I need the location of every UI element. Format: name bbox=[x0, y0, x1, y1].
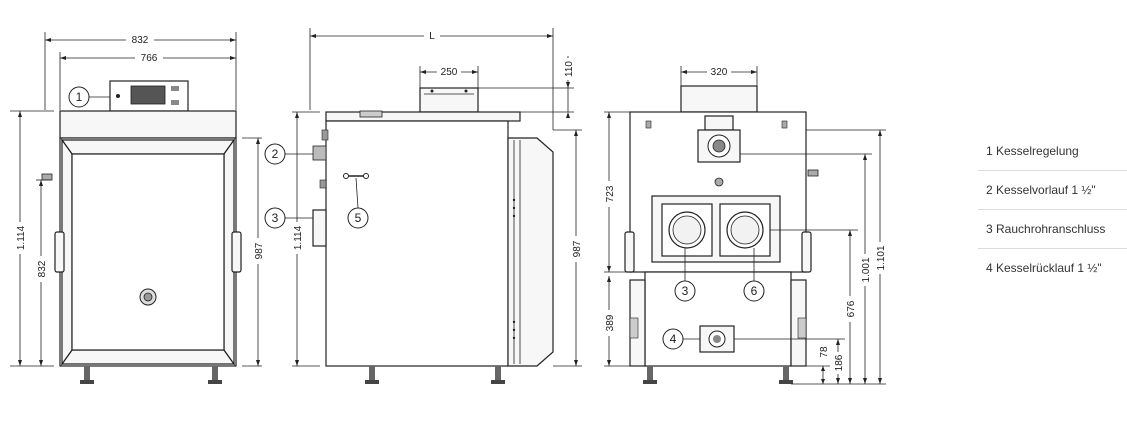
front-view: 832 766 1.114 832 987 1 bbox=[10, 32, 265, 384]
side-flue-box bbox=[419, 87, 479, 113]
dim-front-width-overall: 832 bbox=[132, 35, 149, 46]
dim-rear-height-676: 676 bbox=[846, 300, 857, 317]
controller-knob bbox=[116, 94, 120, 98]
foot bbox=[365, 380, 379, 384]
foot bbox=[369, 366, 375, 382]
foot bbox=[647, 366, 653, 382]
side-view: L 250 110 1.114 987 2 3 bbox=[264, 28, 583, 384]
foot bbox=[208, 380, 222, 384]
controller-display bbox=[130, 85, 166, 105]
dim-rear-height-78: 78 bbox=[819, 346, 830, 358]
flue-connection bbox=[312, 209, 327, 247]
door-handle bbox=[231, 231, 242, 273]
foot bbox=[783, 366, 789, 382]
callout-1 bbox=[68, 86, 90, 108]
callout-3-side-label: 3 bbox=[272, 211, 279, 225]
side-body bbox=[325, 120, 509, 367]
legend-item-return: 4 Kesselrücklauf 1 ½" bbox=[986, 261, 1102, 275]
front-top-cover bbox=[59, 110, 237, 139]
callout-6-label: 6 bbox=[751, 284, 758, 298]
dim-rear-top-width: 320 bbox=[711, 67, 728, 78]
callout-2-label: 2 bbox=[272, 147, 279, 161]
dim-side-length: L bbox=[429, 31, 435, 42]
rear-handle bbox=[801, 231, 812, 273]
dim-side-height-right: 987 bbox=[572, 240, 583, 257]
dim-rear-height-186: 186 bbox=[834, 354, 845, 371]
callout-1-label: 1 bbox=[76, 90, 83, 104]
callout-3-rear-label: 3 bbox=[682, 284, 689, 298]
callout-4 bbox=[662, 328, 684, 350]
dim-rear-height-389: 389 bbox=[605, 314, 616, 331]
foot bbox=[779, 380, 793, 384]
foot bbox=[495, 366, 501, 382]
technical-drawing: 832 766 1.114 832 987 1 bbox=[10, 28, 887, 385]
sensor-fitting bbox=[41, 173, 53, 181]
dim-front-width-inner: 766 bbox=[141, 53, 158, 64]
rear-handle bbox=[624, 231, 635, 273]
foot bbox=[212, 366, 218, 382]
callout-5-label: 5 bbox=[355, 211, 362, 225]
front-door bbox=[71, 153, 225, 351]
dim-front-height-total: 1.114 bbox=[16, 225, 27, 250]
controller-switch bbox=[171, 100, 179, 105]
side-top-cover bbox=[325, 111, 521, 122]
controller-switch bbox=[171, 86, 179, 91]
door-bevel bbox=[60, 139, 236, 155]
dim-rear-height-1001: 1.001 bbox=[861, 257, 872, 282]
legend-item-flue: 3 Rauchrohranschluss bbox=[978, 210, 1127, 249]
foot bbox=[80, 380, 94, 384]
callout-3-rear bbox=[674, 280, 696, 302]
dim-side-height-total: 1.114 bbox=[293, 225, 304, 250]
callout-3-side bbox=[264, 207, 286, 229]
legend-item-flow: 2 Kesselvorlauf 1 ½" bbox=[978, 171, 1127, 210]
dim-rear-height-1101: 1.101 bbox=[876, 245, 887, 270]
door-handle bbox=[54, 231, 65, 273]
dim-front-height-door: 832 bbox=[37, 260, 48, 277]
foot bbox=[643, 380, 657, 384]
legend-item-boiler-control: 1 Kesselregelung bbox=[978, 132, 1127, 171]
dim-side-top-width: 250 bbox=[441, 67, 458, 78]
side-rear-door bbox=[507, 137, 554, 367]
callout-4-label: 4 bbox=[670, 332, 677, 346]
rear-flow-pipe bbox=[704, 115, 734, 131]
legend: 1 Kesselregelung 2 Kesselvorlauf 1 ½" 3 … bbox=[978, 132, 1127, 287]
foot bbox=[491, 380, 505, 384]
dim-side-top-height: 110 bbox=[564, 61, 575, 77]
callout-2 bbox=[264, 143, 286, 165]
callout-5 bbox=[347, 207, 369, 229]
dim-front-height-right: 987 bbox=[254, 242, 265, 259]
flow-connection bbox=[312, 145, 327, 161]
callout-6 bbox=[743, 280, 765, 302]
rear-view: 320 723 389 676 1.001 1.101 bbox=[602, 65, 887, 385]
dim-rear-height-723: 723 bbox=[605, 185, 616, 202]
foot bbox=[84, 366, 90, 382]
door-bevel bbox=[60, 349, 236, 365]
rear-flue-stub bbox=[680, 85, 758, 113]
